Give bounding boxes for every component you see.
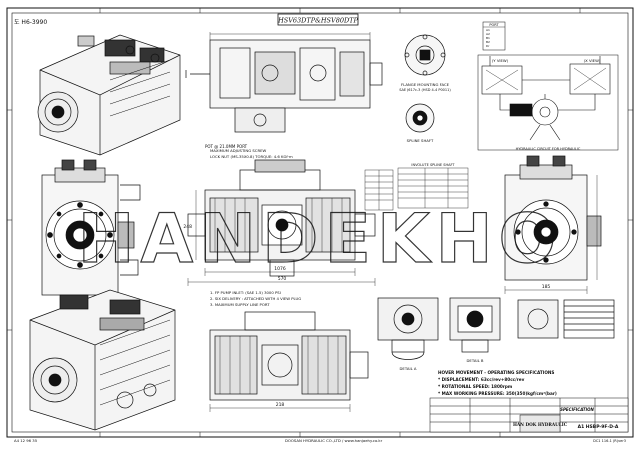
top-plan-view: POT @ 21.0MM PORT (185, 39, 383, 149)
dim-label-5: 185 (542, 284, 551, 290)
flange-mount-label: FLANGE MOUNTING FACE (401, 82, 450, 87)
port-row-3: B1 (486, 36, 490, 40)
spec-table-mid (397, 167, 469, 209)
port-row-2: A2 (486, 32, 490, 36)
detail-b-view (449, 297, 501, 353)
ports-table-top: PORT A1 A2 B1 B2 Dr (482, 21, 506, 51)
hydraulic-circuit-label: HYDRAULIC CIRCUIT FOR HYDRAULIC (516, 147, 581, 151)
port-table-mid (364, 169, 394, 211)
title-box (277, 13, 359, 26)
pump-notes: 1. FP PUMP INLET: (SAE 1.5) 3000 PSI 2. … (210, 290, 301, 307)
spline-detail (405, 103, 435, 133)
port-row-5: Dr (486, 44, 490, 48)
iso-view-top (37, 34, 181, 156)
flange-detail (404, 34, 446, 76)
operating-specs: HOVER MOVEMENT - OPERATING SPECIFICATION… (438, 370, 557, 396)
note-line-1: 1. FP PUMP INLET: (SAE 1.5) 3000 PSI (210, 290, 281, 295)
title-block (429, 397, 629, 433)
adjust-screw-label: MAXIMUM ADJUSTING SCREW (210, 148, 266, 153)
detail-a-view (377, 297, 439, 360)
title-box-text: HSV63DTP&HSV80DTP (277, 17, 358, 25)
ports-table-header: PORT (489, 23, 499, 27)
spec-header-label: SPECIFICATION (560, 407, 594, 412)
specs-title: HOVER MOVEMENT - OPERATING SPECIFICATION… (438, 370, 554, 375)
note-line-2: 2. SIX DELIVERY : ATTACHED WITH 4 VIEW P… (210, 296, 301, 301)
watermark: HANDEKHO (78, 200, 563, 279)
adjust-detail-label: LOCK NUT (MS-35X0.8) TORQUE: 4.6 KGf·m (210, 154, 293, 159)
end-view-left (41, 159, 141, 296)
iso-view-bottom (29, 289, 176, 431)
view-y-label: (Y VIEW) (492, 58, 509, 63)
detail-b-label: DETAIL B (467, 358, 484, 363)
dim-label-4: 218 (276, 402, 285, 408)
spec-line-1: * DISPLACEMENT: 63cc/rev+80cc/rev (438, 377, 525, 382)
bottom-right-code: DC1 116-1 (R)ver3 (593, 439, 626, 443)
end-view-right (504, 155, 602, 281)
spec-line-2: * ROTATIONAL SPEED: 1800rpm (438, 384, 513, 389)
note-line-3: 3. MAXIMUM SUPPLY LINE PORT (210, 302, 270, 307)
dim-label-2: 570 (278, 276, 287, 282)
dim-label-1: 1076 (274, 266, 286, 272)
company-label: HAN DOK HYDRAULIC (513, 422, 568, 427)
bottom-left-code: A4 12 96 35 (14, 438, 38, 443)
top-left-code: 도 H6-3990 (14, 19, 47, 26)
spline-view-br (517, 299, 615, 339)
hydraulic-circuit (477, 54, 619, 151)
detail-a-label: DETAIL A (400, 366, 417, 371)
motor-spline-label: INVOLUTE SPLINE SHAFT (411, 163, 455, 167)
sheet-border-outer (6, 7, 634, 438)
svg-text:POT @ 21.0MM PORT: POT @ 21.0MM PORT (205, 144, 248, 149)
port-row-4: B2 (486, 40, 490, 44)
spec-line-3: * MAX WORKING PRESSURE: 350(350)kgf/cm²(… (438, 391, 557, 396)
port-row-1: A1 (486, 28, 490, 32)
spline-label: SPLINE SHAFT (407, 138, 434, 143)
flange-mount-sub: SAE J617c-3 (HSD 4-4 P0011) (399, 88, 451, 92)
sheet-border-inner (11, 12, 629, 433)
side-elevation-view (187, 159, 376, 277)
dim-label-3: 248 (183, 224, 192, 230)
bottom-elevation-view (209, 311, 369, 401)
bottom-center-note: DOOSAN HYDRAULIC CO.,LTD / www.hanjaehy.… (285, 438, 383, 443)
drawing-number: A1 HSBP-9F-D-A (578, 424, 619, 430)
view-x-label: (X VIEW) (584, 58, 601, 63)
